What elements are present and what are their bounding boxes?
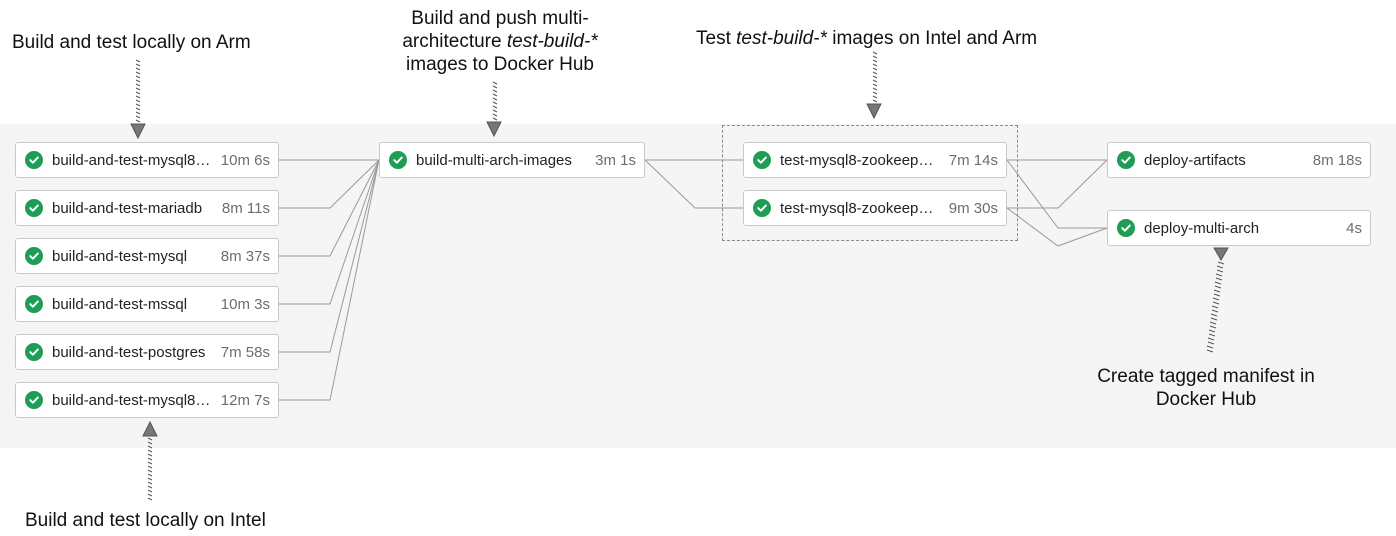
connector-line <box>279 159 380 401</box>
hatched-arrow-icon <box>142 420 158 501</box>
check-circle-icon <box>25 199 43 217</box>
annotation-text: Test <box>696 28 737 49</box>
annotation-line: Docker Hub <box>1155 389 1257 410</box>
job-duration: 8m 11s <box>221 199 270 217</box>
connector-line <box>279 159 380 257</box>
annotation-text: architecture <box>402 31 507 52</box>
job-test-mysql8-zookeeper-intel[interactable]: test-mysql8-zookeep… 7m 14s <box>743 142 1007 178</box>
job-build-and-test-postgres[interactable]: build-and-test-postgres 7m 58s <box>15 334 279 370</box>
annotation-line: architecture test-build-* <box>360 30 640 53</box>
job-build-multi-arch-images[interactable]: build-multi-arch-images 3m 1s <box>379 142 645 178</box>
connector-line <box>279 159 380 209</box>
job-duration: 8m 18s <box>1312 151 1362 169</box>
check-circle-icon <box>389 151 407 169</box>
job-name: build-and-test-postgres <box>52 343 206 361</box>
job-name: deploy-multi-arch <box>1144 219 1260 237</box>
job-test-mysql8-zookeeper-arm[interactable]: test-mysql8-zookeep… 9m 30s <box>743 190 1007 226</box>
annotation-arm-local: Build and test locally on Arm <box>12 32 251 53</box>
connector-line <box>279 159 380 305</box>
job-deploy-multi-arch[interactable]: deploy-multi-arch 4s <box>1107 210 1371 246</box>
job-duration: 10m 3s <box>220 295 270 313</box>
check-circle-icon <box>1117 219 1135 237</box>
check-circle-icon <box>25 151 43 169</box>
job-name: build-and-test-mariadb <box>52 199 203 217</box>
check-circle-icon <box>753 151 771 169</box>
job-duration: 12m 7s <box>220 391 270 409</box>
connector-line <box>1006 159 1107 229</box>
test-images-group-outline <box>722 125 1018 241</box>
job-build-and-test-mysql8-intel[interactable]: build-and-test-mysql8… 12m 7s <box>15 382 279 418</box>
job-name: build-and-test-mssql <box>52 295 188 313</box>
job-duration: 8m 37s <box>220 247 270 265</box>
job-name: build-multi-arch-images <box>416 151 572 169</box>
check-circle-icon <box>25 391 43 409</box>
annotation-multi-arch: Build and push multi- architecture test-… <box>360 7 640 76</box>
job-name: test-mysql8-zookeep… <box>780 151 934 169</box>
check-circle-icon <box>25 343 43 361</box>
hatched-arrow-icon <box>130 59 146 140</box>
check-circle-icon <box>753 199 771 217</box>
annotation-line: Build and push multi- <box>411 8 589 29</box>
job-duration: 3m 1s <box>595 151 636 169</box>
annotation-italic: test-build-* <box>506 31 598 52</box>
hatched-arrow-icon <box>866 51 882 120</box>
job-build-and-test-mysql8-arm[interactable]: build-and-test-mysql8… 10m 6s <box>15 142 279 178</box>
check-circle-icon <box>1117 151 1135 169</box>
hatched-arrow-icon <box>1206 247 1229 353</box>
job-build-and-test-mariadb[interactable]: build-and-test-mariadb 8m 11s <box>15 190 279 226</box>
job-duration: 4s <box>1346 219 1362 237</box>
hatched-arrow-icon <box>486 81 502 138</box>
job-build-and-test-mssql[interactable]: build-and-test-mssql 10m 3s <box>15 286 279 322</box>
annotation-text: images on Intel and Arm <box>826 28 1038 49</box>
annotation-line: images to Docker Hub <box>406 54 594 75</box>
job-duration: 7m 58s <box>220 343 270 361</box>
check-circle-icon <box>25 247 43 265</box>
annotation-manifest: Create tagged manifest in Docker Hub <box>1076 365 1336 411</box>
annotation-test-images: Test test-build-* images on Intel and Ar… <box>696 27 1037 50</box>
connector-line <box>1007 159 1108 209</box>
job-duration: 7m 14s <box>948 151 998 169</box>
annotation-intel-local: Build and test locally on Intel <box>25 510 266 531</box>
connector-line <box>1006 207 1108 247</box>
annotation-italic: test-build-* <box>736 28 827 49</box>
connector-line <box>644 159 743 209</box>
job-duration: 9m 30s <box>948 199 998 217</box>
job-name: deploy-artifacts <box>1144 151 1246 169</box>
annotation-line: Create tagged manifest in <box>1097 366 1315 387</box>
job-name: build-and-test-mysql <box>52 247 188 265</box>
job-build-and-test-mysql[interactable]: build-and-test-mysql 8m 37s <box>15 238 279 274</box>
job-name: test-mysql8-zookeep… <box>780 199 934 217</box>
check-circle-icon <box>25 295 43 313</box>
job-name: build-and-test-mysql8… <box>52 151 211 169</box>
connector-line <box>279 159 380 353</box>
job-deploy-artifacts[interactable]: deploy-artifacts 8m 18s <box>1107 142 1371 178</box>
job-name: build-and-test-mysql8… <box>52 391 211 409</box>
job-duration: 10m 6s <box>220 151 270 169</box>
